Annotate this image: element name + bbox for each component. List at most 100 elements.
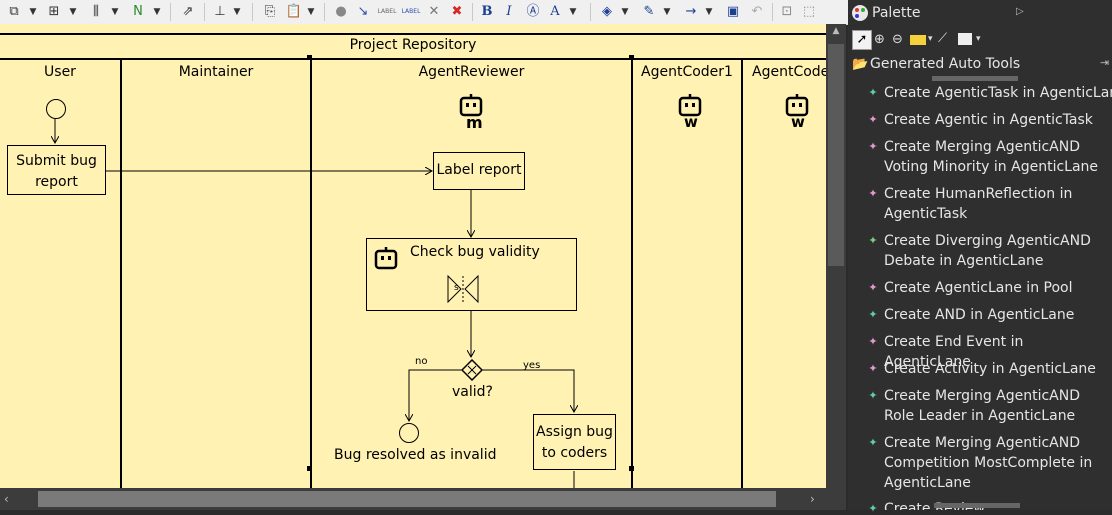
merging-competition-tool-icon: ✦ [868, 436, 878, 449]
lane-user[interactable]: User [44, 64, 76, 80]
end-event[interactable] [399, 423, 419, 443]
robot-icon [785, 94, 809, 117]
layout-icon[interactable]: ⊥ [214, 4, 226, 19]
palette-icon [852, 5, 868, 21]
scroll-up-icon[interactable]: ▲ [832, 26, 840, 36]
line-color-icon[interactable]: ✎ [643, 4, 655, 19]
line-style-icon[interactable]: → [685, 4, 697, 19]
scroll-right-icon[interactable]: › [810, 492, 815, 506]
show-label-icon[interactable]: LABEL [401, 8, 421, 15]
unpin-icon[interactable]: ↘ [357, 4, 369, 19]
select-all-icon[interactable]: ⬚ [802, 4, 816, 19]
zoom-out-icon[interactable]: ⊖ [892, 32, 903, 47]
chevron-down-icon[interactable]: ▼ [153, 7, 161, 17]
undo-icon[interactable]: ↶ [751, 4, 763, 19]
palette-collapse-icon[interactable]: ▷ [1016, 6, 1024, 17]
select-tool-icon[interactable]: ➚ [852, 30, 872, 50]
palette-item-9[interactable]: Create Merging AgenticAND Role Leader in… [884, 388, 1081, 424]
snap-icon[interactable]: N [133, 4, 143, 19]
gateway-label: valid? [452, 384, 493, 400]
arrange-icon[interactable]: ⧉ [9, 4, 19, 19]
bold-button[interactable]: B [481, 4, 493, 19]
connector-icon[interactable]: ⟋ [938, 31, 948, 46]
task-assign-bug-to-coders[interactable]: Assign bug to coders [533, 414, 616, 470]
font-icon[interactable]: Ⓐ [526, 4, 540, 19]
chevron-down-icon[interactable]: ▼ [111, 7, 119, 17]
fill-color-icon[interactable]: ◈ [602, 4, 612, 19]
robot-icon [678, 94, 702, 117]
vertical-scroll-thumb[interactable] [828, 44, 844, 266]
font-color-button[interactable]: A [550, 4, 560, 19]
paste-icon[interactable]: 📋 [285, 4, 303, 19]
lane-maintainer[interactable]: Maintainer [178, 64, 254, 80]
reviewer-badge: m [466, 113, 483, 132]
palette-panel: Palette ▷ ➚ ⊕ ⊖ ▾ ⟋ ▾ 📂 Generated Auto T… [848, 0, 1112, 514]
zoom-in-icon[interactable]: ⊕ [874, 32, 885, 47]
chevron-down-icon[interactable]: ▼ [621, 7, 629, 17]
chevron-down-icon[interactable]: ▼ [705, 7, 713, 17]
group-scroll-indicator-bottom [934, 503, 1020, 508]
pin-icon[interactable]: ● [335, 4, 347, 19]
palette-item-6[interactable]: Create AND in AgenticLane [884, 307, 1075, 323]
chevron-down-icon[interactable]: ▼ [29, 7, 37, 17]
merging-role-leader-tool-icon: ✦ [868, 389, 878, 402]
flow-connectors [0, 119, 826, 488]
palette-item-3[interactable]: Create HumanReflection in AgenticTask [884, 186, 1073, 222]
edge-yes-label: yes [523, 360, 541, 371]
chevron-down-icon[interactable]: ▾ [928, 34, 933, 44]
delete-icon[interactable]: ✕ [428, 4, 440, 19]
and-tool-icon: ✦ [868, 308, 878, 321]
hide-label-icon[interactable]: LABEL [377, 8, 397, 15]
palette-item-10[interactable]: Create Merging AgenticAND Competition Mo… [884, 435, 1093, 491]
diagram-canvas[interactable]: Project Repository User Maintainer Agent… [0, 24, 826, 488]
robot-icon [459, 94, 483, 117]
palette-item-0[interactable]: Create AgenticTask in AgenticLane [884, 85, 1112, 101]
chevron-down-icon[interactable]: ▼ [307, 7, 315, 17]
chevron-down-icon[interactable]: ▼ [569, 7, 577, 17]
pool-title: Project Repository [349, 37, 477, 53]
agentic-lane-tool-icon: ✦ [868, 281, 878, 294]
lane-agent-coder2[interactable]: AgentCoder2 [752, 64, 826, 80]
palette-item-8[interactable]: Create Activity in AgenticLane [884, 361, 1096, 377]
horizontal-scroll-thumb[interactable] [38, 491, 776, 507]
align-icon[interactable]: ⊞ [48, 4, 60, 19]
debate-marker-icon [447, 275, 479, 303]
scroll-left-icon[interactable]: ‹ [4, 492, 9, 506]
review-tool-icon: ✦ [868, 502, 878, 515]
task-submit-bug-report[interactable]: Submit bug report [7, 145, 106, 195]
task-check-bug-validity-label: Check bug validity [410, 244, 540, 260]
zoom-fit-icon[interactable]: ⊡ [781, 4, 793, 19]
lane-agent-reviewer[interactable]: AgentReviewer [418, 64, 525, 80]
chevron-down-icon[interactable]: ▾ [976, 34, 981, 44]
palette-item-7[interactable]: Create End Event in AgenticLane [884, 334, 1024, 370]
activity-tool-icon: ✦ [868, 362, 878, 375]
palette-item-2[interactable]: Create Merging AgenticAND Voting Minorit… [884, 139, 1099, 175]
export-icon[interactable]: ⇗ [182, 4, 194, 19]
chevron-down-icon[interactable]: ▼ [233, 7, 241, 17]
note-icon[interactable] [910, 35, 926, 45]
note-attachment-icon[interactable] [958, 33, 972, 45]
pin-icon[interactable]: ⇥ [1100, 56, 1110, 69]
italic-button[interactable]: I [506, 4, 512, 19]
gateway-marker: s [454, 283, 459, 293]
palette-item-5[interactable]: Create AgenticLane in Pool [884, 280, 1073, 296]
palette-item-4[interactable]: Create Diverging AgenticAND Debate in Ag… [884, 233, 1091, 269]
image-icon[interactable]: ▣ [726, 4, 740, 19]
palette-item-1[interactable]: Create Agentic in AgenticTask [884, 112, 1093, 128]
vertical-scrollbar[interactable]: ▲ [826, 24, 846, 488]
palette-group-generated-auto-tools[interactable]: Generated Auto Tools [870, 56, 1021, 72]
distribute-icon[interactable]: ⫼ [93, 4, 99, 19]
chevron-down-icon[interactable]: ▼ [663, 7, 671, 17]
diagram-toolbar: ⧉ ▼ ⊞ ▼ ⫼ ▼ N ▼ ⇗ ⊥ ▼ ⎘ 📋 ▼ ● ↘ LABEL LA… [0, 0, 848, 25]
coder2-badge: w [791, 113, 805, 131]
edge-no-label: no [415, 356, 428, 367]
chevron-down-icon[interactable]: ▼ [69, 7, 77, 17]
gateway-diamond[interactable] [461, 359, 483, 381]
horizontal-scrollbar[interactable]: ‹ › [0, 488, 846, 510]
copy-icon[interactable]: ⎘ [264, 4, 276, 19]
task-label-report[interactable]: Label report [433, 152, 525, 190]
task-check-bug-validity[interactable]: Check bug validity [366, 238, 577, 311]
lane-agent-coder1[interactable]: AgentCoder1 [641, 64, 733, 80]
delete-from-model-icon[interactable]: ✖ [451, 4, 463, 19]
start-event[interactable] [46, 99, 66, 119]
